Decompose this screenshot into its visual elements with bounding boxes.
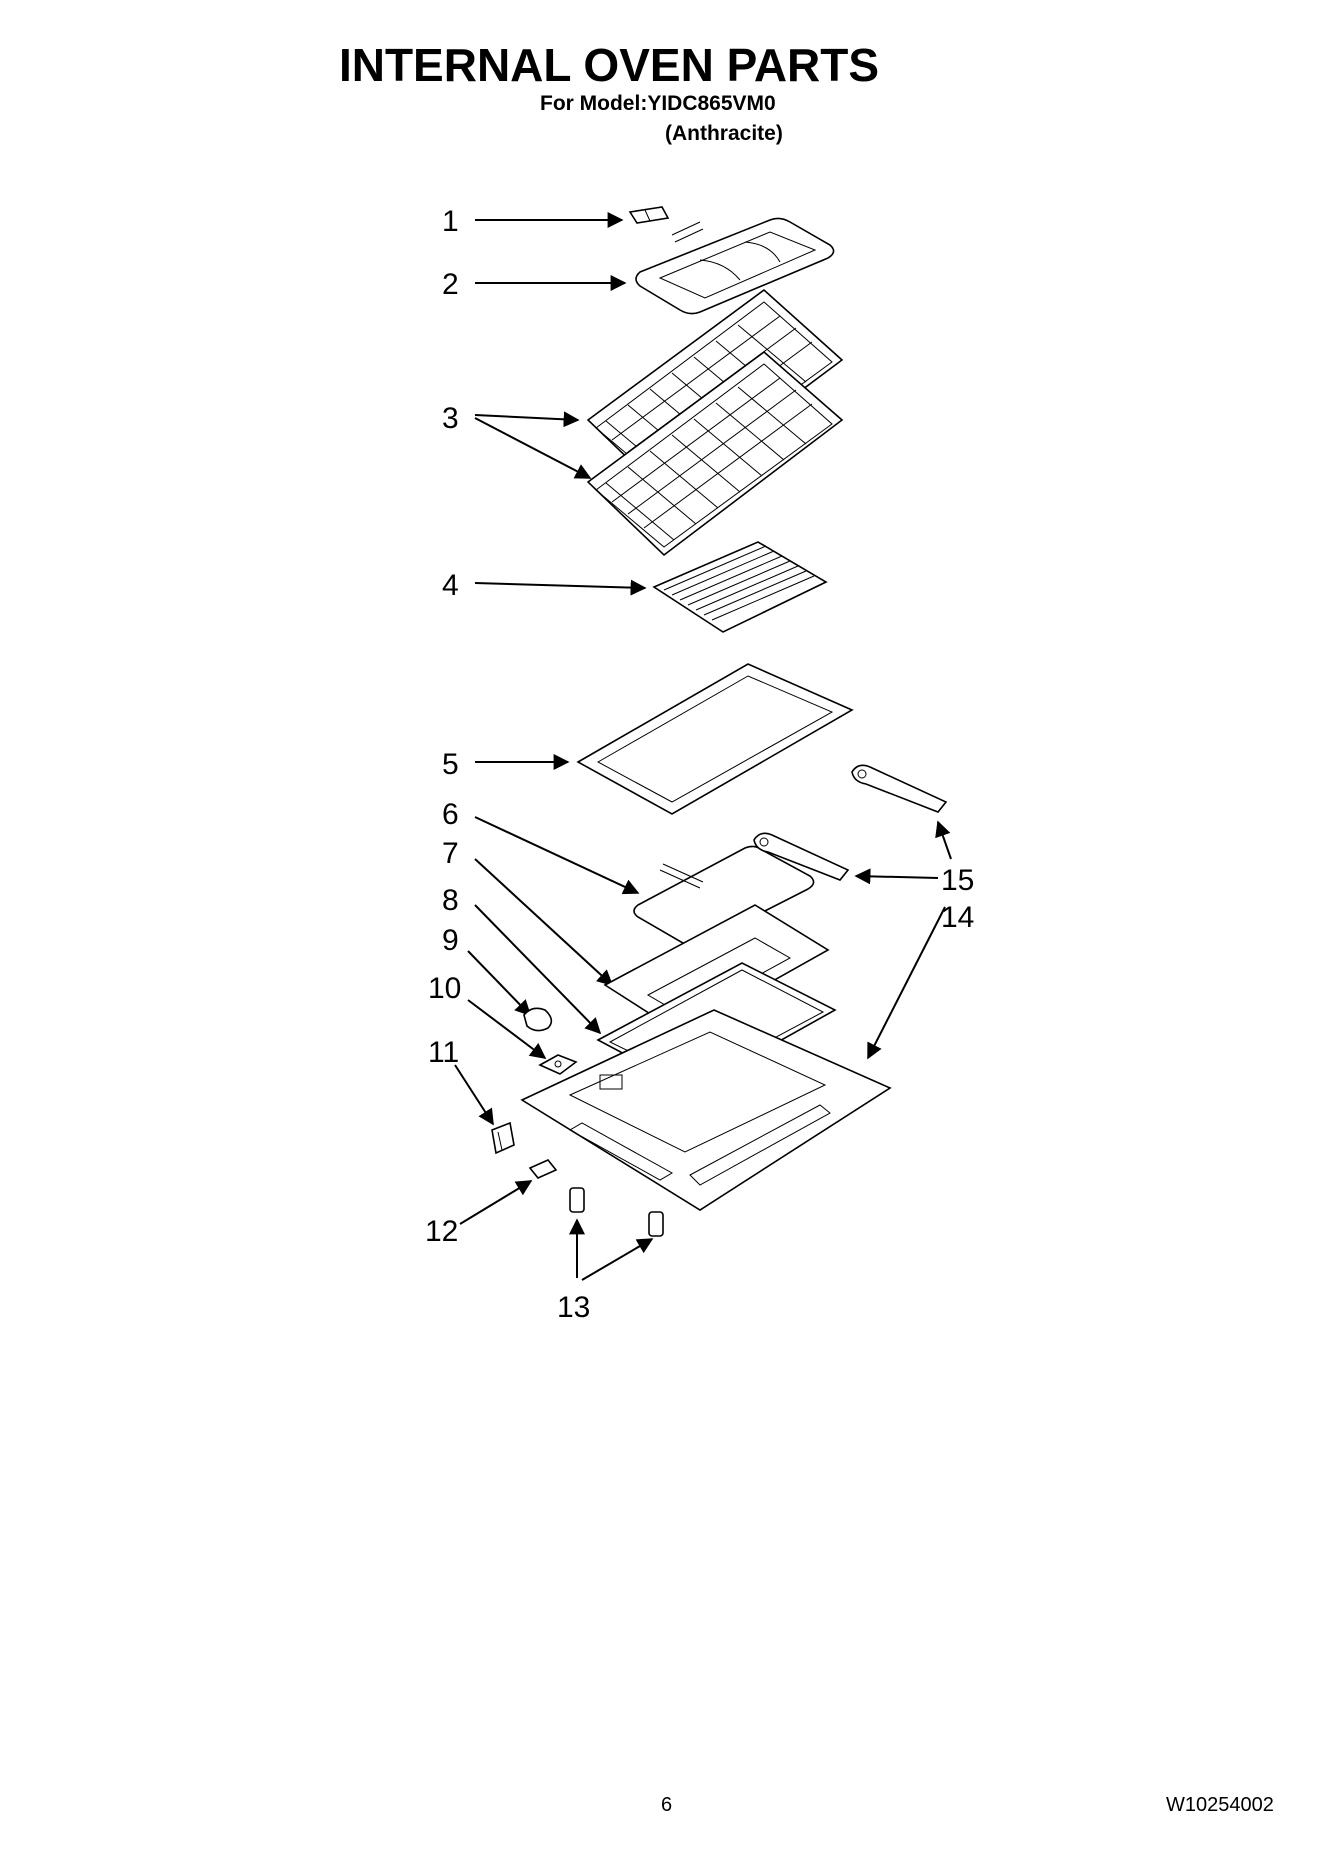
page-title: INTERNAL OVEN PARTS: [338, 39, 880, 91]
callout-2: 2: [442, 268, 459, 301]
callout-14: 14: [941, 901, 974, 934]
part-1-terminal-block: [628, 206, 670, 224]
part-12-clip: [528, 1159, 558, 1179]
callout-12: 12: [425, 1215, 458, 1248]
page-number: 6: [661, 1794, 673, 1816]
callout-9: 9: [442, 924, 459, 957]
callout-3: 3: [442, 402, 459, 435]
callout-6: 6: [442, 798, 459, 831]
callout-15: 15: [941, 864, 974, 897]
part-15-support-lower: [753, 832, 850, 881]
part-11-hinge: [491, 1121, 515, 1155]
part-9-clip: [523, 1007, 553, 1032]
leader-lines: [454, 212, 952, 1281]
part-10-bracket: [538, 1054, 578, 1075]
callout-13: 13: [557, 1291, 590, 1324]
part-2-broil-element: [635, 217, 835, 315]
model-line: For Model:YIDC865VM0: [540, 92, 776, 115]
part-14-base-plate: [520, 1009, 892, 1211]
callout-10: 10: [428, 972, 461, 1005]
part-13-foot-left: [569, 1187, 585, 1213]
part-15-support-upper: [851, 764, 948, 813]
part-13-foot-right: [648, 1211, 664, 1237]
part-5-frame: [576, 663, 854, 815]
callout-5: 5: [442, 748, 459, 781]
part-3-oven-rack-lower: [586, 350, 844, 557]
callout-1: 1: [442, 205, 459, 238]
part-4-broiler-grid: [652, 541, 828, 633]
callout-11: 11: [428, 1036, 459, 1069]
callout-4: 4: [442, 569, 459, 602]
variant-line: (Anthracite): [665, 122, 783, 145]
callout-7: 7: [442, 837, 459, 870]
document-number: W10254002: [1166, 1794, 1274, 1816]
callout-8: 8: [442, 884, 459, 917]
